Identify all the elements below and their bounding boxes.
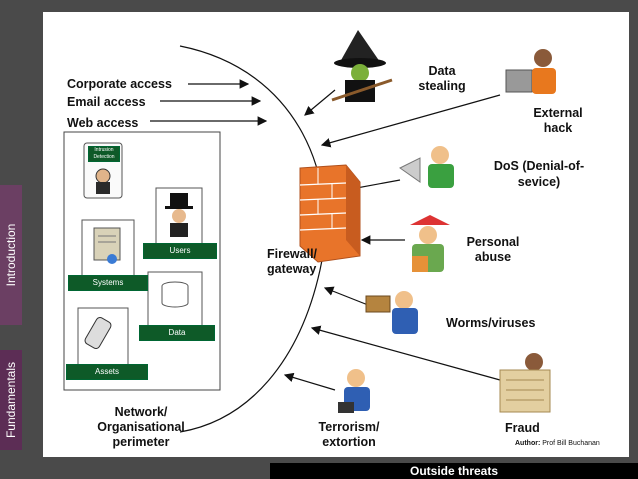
author-label: Author: xyxy=(515,440,541,447)
intrusion-detection-tag: Intrusion Detection xyxy=(88,146,120,162)
mobile-phone-icon xyxy=(84,316,112,350)
hacker-icon xyxy=(505,49,556,94)
fraud-label: Fraud xyxy=(505,421,540,435)
data-stealing-line-2: stealing xyxy=(418,79,466,93)
perimeter-arc xyxy=(179,45,326,433)
terrorism-line-1: Terrorism/ xyxy=(318,420,380,434)
users-tag: Users xyxy=(143,243,217,259)
ids-user-icon xyxy=(95,168,111,184)
firewall-icon xyxy=(299,164,361,263)
corporate-access-label: Corporate access xyxy=(67,77,172,91)
terrorism-line-2: extortion xyxy=(322,435,376,449)
systems-tag: Systems xyxy=(68,275,148,291)
assets-tag: Assets xyxy=(66,364,148,380)
firewall-label: Firewall/ gateway xyxy=(267,247,317,277)
worms-label: Worms/viruses xyxy=(446,316,536,330)
sidebar-tab-fundamentals[interactable]: Fundamentals xyxy=(0,350,22,450)
data-stealing-arrow xyxy=(304,89,336,116)
perimeter-line-2: Organisational xyxy=(97,420,185,434)
newspaper-person-icon xyxy=(499,353,551,413)
web-access-label: Web access xyxy=(67,116,139,130)
firewall-line-1: Firewall/ xyxy=(267,247,318,261)
witch-icon xyxy=(331,30,393,102)
fraud-arrow xyxy=(310,325,501,381)
data-tag: Data xyxy=(139,325,215,341)
perimeter-label: Network/ Organisational perimeter xyxy=(86,405,196,450)
worms-arrow xyxy=(323,286,369,306)
personal-abuse-line-2: abuse xyxy=(474,250,512,264)
author-credit: Author: Prof Bill Buchanan xyxy=(515,440,600,447)
author-name: Prof Bill Buchanan xyxy=(542,440,600,447)
terrorism-arrow xyxy=(283,372,336,391)
external-hack-label: External hack xyxy=(525,106,591,136)
external-hack-line-2: hack xyxy=(543,121,573,135)
dos-line-2: sevice) xyxy=(517,175,561,189)
personal-abuse-label: Personal abuse xyxy=(458,235,528,265)
server-icon xyxy=(93,227,121,261)
repairman-icon xyxy=(365,291,418,334)
data-stealing-label: Data stealing xyxy=(412,64,472,94)
sidebar-tab-introduction[interactable]: Introduction xyxy=(0,185,22,325)
terrorism-label: Terrorism/ extortion xyxy=(310,420,388,450)
perimeter-line-3: perimeter xyxy=(112,435,170,449)
personal-abuse-line-1: Personal xyxy=(466,235,520,249)
jester-icon xyxy=(410,215,450,272)
outside-threats-bar: Outside threats xyxy=(270,463,638,479)
megaphone-person-icon xyxy=(399,146,454,188)
external-hack-line-1: External xyxy=(533,106,583,120)
external-hack-arrow xyxy=(320,94,501,148)
email-access-label: Email access xyxy=(67,95,146,109)
data-stealing-line-1: Data xyxy=(428,64,456,78)
top-hat-icon xyxy=(170,193,188,207)
firewall-line-2: gateway xyxy=(267,262,317,276)
dos-line-1: DoS (Denial-of- xyxy=(493,159,585,173)
dos-label: DoS (Denial-of- sevice) xyxy=(484,158,594,190)
photographer-icon xyxy=(338,369,370,413)
perimeter-line-1: Network/ xyxy=(114,405,168,419)
